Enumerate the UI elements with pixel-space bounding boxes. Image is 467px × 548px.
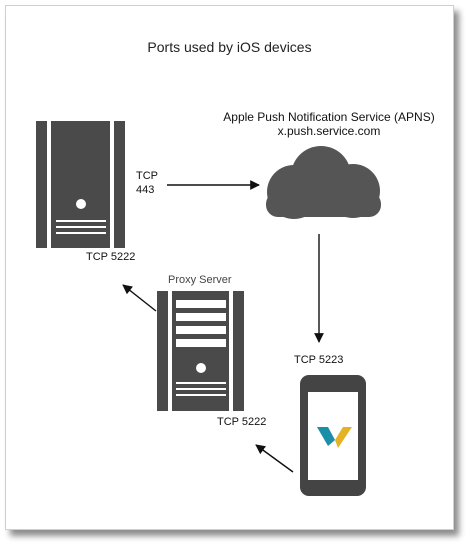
app-logo-icon: [317, 427, 352, 448]
diagram-canvas: [36, 121, 381, 496]
port-443-label: 443: [136, 184, 155, 196]
diagram-title: Ports used by iOS devices: [147, 39, 312, 55]
diagram-frame: Ports used by iOS devices Apple Push Not…: [5, 5, 454, 530]
proxy-server-caption: Proxy Server: [168, 274, 232, 286]
arrow-proxy-to-server: [122, 284, 157, 312]
proxy-port-label: TCP 5222: [217, 416, 267, 428]
device-port-label: TCP 5223: [294, 354, 344, 366]
proxy-server-icon: [157, 291, 244, 411]
apns-service-name: Apple Push Notification Service (APNS): [223, 110, 435, 124]
cloud-icon: [266, 146, 381, 219]
arrow-device-to-proxy: [255, 444, 294, 473]
server-icon: [36, 121, 125, 248]
tcp-label-apns: TCP: [136, 170, 158, 182]
server-port-label: TCP 5222: [86, 251, 136, 263]
apns-host: x.push.service.com: [277, 124, 381, 138]
smartphone-icon: [300, 375, 366, 496]
